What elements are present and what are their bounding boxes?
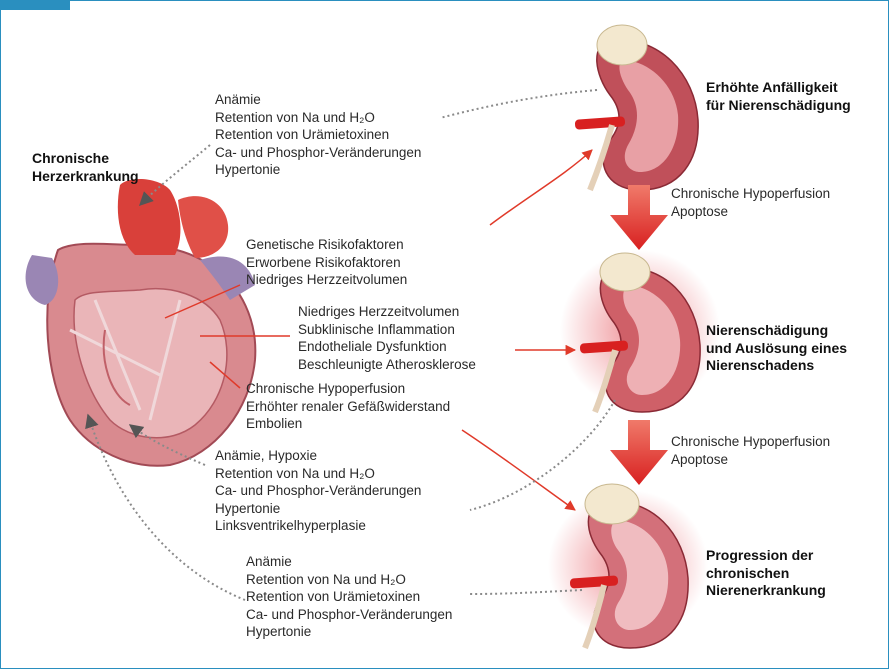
factor-item: Niedriges Herzzeitvolumen bbox=[246, 271, 407, 289]
kidney-bottom-label-line: Nierenerkrankung bbox=[706, 582, 826, 600]
kidney-top-label-line: für Nierenschädigung bbox=[706, 97, 851, 115]
factor-item: Ca- und Phosphor-Veränderungen bbox=[215, 482, 421, 500]
factor-item: Retention von Urämietoxinen bbox=[246, 588, 452, 606]
kidney-top-label-line: Erhöhte Anfälligkeit bbox=[706, 79, 851, 97]
factor-group-risk-factors: Genetische Risikofaktoren Erworbene Risi… bbox=[246, 236, 407, 289]
factor-group-hemodynamics: Chronische Hypoperfusion Erhöhter renale… bbox=[246, 380, 450, 433]
factor-item: Hypertonie bbox=[215, 500, 421, 518]
heart-label-line: Chronische bbox=[32, 150, 139, 168]
transition-label-1: Chronische Hypoperfusion Apoptose bbox=[671, 185, 830, 220]
heart-label-line: Herzerkrankung bbox=[32, 168, 139, 186]
factor-item: Ca- und Phosphor-Veränderungen bbox=[215, 144, 421, 162]
heart-illustration bbox=[26, 179, 256, 466]
factor-group-bottom-feedback: Anämie Retention von Na und H₂O Retentio… bbox=[246, 553, 452, 641]
factor-item: Anämie bbox=[246, 553, 452, 571]
factor-item: Embolien bbox=[246, 415, 450, 433]
kidney-bottom-label-line: chronischen bbox=[706, 565, 826, 583]
transition-line: Apoptose bbox=[671, 203, 830, 221]
kidney-top-icon bbox=[575, 25, 698, 190]
factor-group-middle-feedback: Anämie, Hypoxie Retention von Na und H₂O… bbox=[215, 447, 421, 535]
progression-arrow-2 bbox=[610, 420, 668, 485]
kidney-bottom-label: Progression der chronischen Nierenerkran… bbox=[706, 547, 826, 600]
factor-group-top-feedback: Anämie Retention von Na und H₂O Retentio… bbox=[215, 91, 421, 179]
kidney-bottom-label-line: Progression der bbox=[706, 547, 826, 565]
factor-item: Retention von Urämietoxinen bbox=[215, 126, 421, 144]
factor-item: Chronische Hypoperfusion bbox=[246, 380, 450, 398]
kidney-middle-label-line: Nierenschadens bbox=[706, 357, 847, 375]
factor-item: Anämie, Hypoxie bbox=[215, 447, 421, 465]
factor-item: Anämie bbox=[215, 91, 421, 109]
heart-label: Chronische Herzerkrankung bbox=[32, 150, 139, 185]
kidney-middle-label-line: und Auslösung eines bbox=[706, 340, 847, 358]
factor-item: Retention von Na und H₂O bbox=[215, 465, 421, 483]
factor-item: Erhöhter renaler Gefäßwiderstand bbox=[246, 398, 450, 416]
transition-line: Chronische Hypoperfusion bbox=[671, 185, 830, 203]
factor-item: Retention von Na und H₂O bbox=[246, 571, 452, 589]
factor-item: Hypertonie bbox=[215, 161, 421, 179]
kidney-middle-label-line: Nierenschädigung bbox=[706, 322, 847, 340]
kidney-top-label: Erhöhte Anfälligkeit für Nierenschädigun… bbox=[706, 79, 851, 114]
transition-line: Apoptose bbox=[671, 451, 830, 469]
factor-group-middle-mechanisms: Niedriges Herzzeitvolumen Subklinische I… bbox=[298, 303, 476, 373]
factor-item: Subklinische Inflammation bbox=[298, 321, 476, 339]
factor-item: Endotheliale Dysfunktion bbox=[298, 338, 476, 356]
progression-arrow-1 bbox=[610, 185, 668, 250]
factor-item: Retention von Na und H₂O bbox=[215, 109, 421, 127]
factor-item: Niedriges Herzzeitvolumen bbox=[298, 303, 476, 321]
factor-item: Beschleunigte Atherosklerose bbox=[298, 356, 476, 374]
kidney-middle-label: Nierenschädigung und Auslösung eines Nie… bbox=[706, 322, 847, 375]
factor-item: Ca- und Phosphor-Veränderungen bbox=[246, 606, 452, 624]
transition-line: Chronische Hypoperfusion bbox=[671, 433, 830, 451]
factor-item: Hypertonie bbox=[246, 623, 452, 641]
factor-item: Genetische Risikofaktoren bbox=[246, 236, 407, 254]
transition-label-2: Chronische Hypoperfusion Apoptose bbox=[671, 433, 830, 468]
factor-item: Erworbene Risikofaktoren bbox=[246, 254, 407, 272]
factor-item: Linksventrikelhyperplasie bbox=[215, 517, 421, 535]
